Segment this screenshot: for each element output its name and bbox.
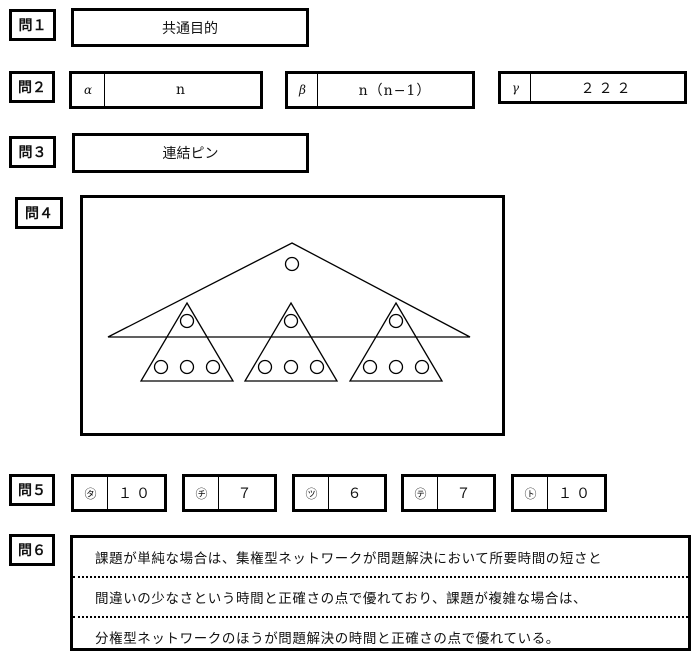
question-2-label: 問２ <box>9 71 55 103</box>
hierarchy-diagram <box>107 242 471 382</box>
question-5-label: 問５ <box>9 474 55 506</box>
answer-line: 間違いの少なさという時間と正確さの点で優れており、課題が複雑な場合は、 <box>73 578 688 618</box>
sub-triangle <box>243 301 339 382</box>
answer-gamma: γ ２２２ <box>498 71 687 104</box>
question-4-label: 問４ <box>15 197 63 229</box>
answer-line: 分権型ネットワークのほうが問題解決の時間と正確さの点で優れている。 <box>95 631 560 647</box>
network-diagram <box>80 195 505 436</box>
value: n <box>175 82 190 98</box>
answer-line: 課題が単純な場合は、集権型ネットワークが問題解決において所要時間の短さと <box>73 538 688 578</box>
value: ７ <box>237 486 256 502</box>
answer-to: ㋣ １０ <box>511 474 607 512</box>
top-triangle <box>107 242 471 338</box>
value: n（n−1） <box>358 83 432 99</box>
node <box>284 256 300 272</box>
question-6-answer: 課題が単純な場合は、集権型ネットワークが問題解決において所要時間の短さと 間違い… <box>70 535 691 651</box>
question-1-answer: 共通目的 <box>71 8 309 47</box>
value: ６ <box>347 486 366 502</box>
value: ７ <box>456 486 475 502</box>
key: ㋣ <box>514 477 548 509</box>
key: ㋠ <box>185 477 219 509</box>
value: １０ <box>118 486 154 502</box>
answer-beta: β n（n−1） <box>285 71 475 109</box>
key: β <box>288 74 318 106</box>
key: ㋟ <box>74 477 108 509</box>
key: α <box>72 74 105 106</box>
question-3-answer: 連結ピン <box>72 133 309 173</box>
value: １０ <box>558 486 594 502</box>
question-6-label: 問６ <box>9 534 55 566</box>
sub-triangle <box>348 301 444 382</box>
sub-triangle <box>139 301 235 382</box>
answer-ta: ㋟ １０ <box>71 474 167 512</box>
question-3-label: 問３ <box>9 136 56 168</box>
key: γ <box>501 74 531 101</box>
key: ㋡ <box>295 477 329 509</box>
key: ㋢ <box>404 477 438 509</box>
value: ２２２ <box>580 80 635 97</box>
question-1-label: 問１ <box>9 9 56 41</box>
